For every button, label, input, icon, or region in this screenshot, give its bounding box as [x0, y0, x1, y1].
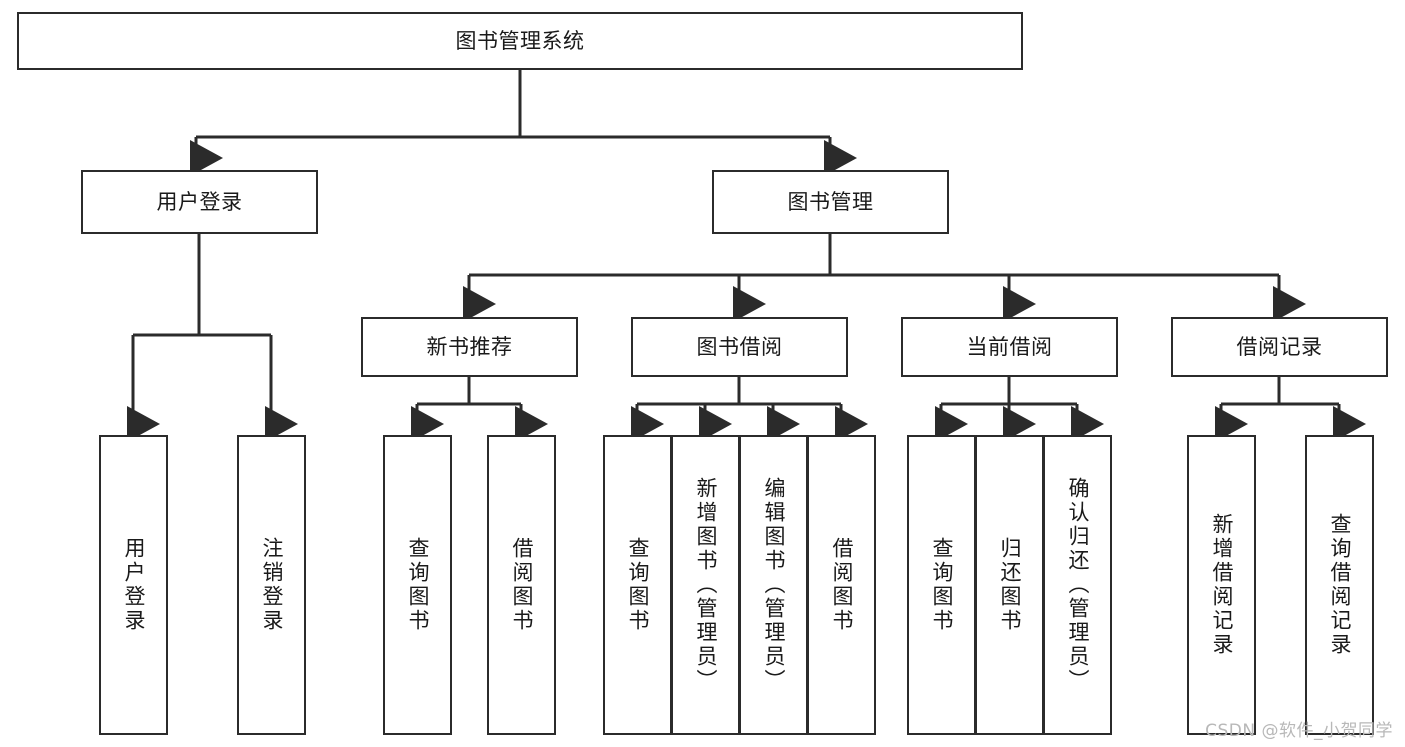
node-book-manage[interactable]: 图书管理	[712, 170, 949, 234]
leaf-borrow-book-1-label: 借阅图书	[510, 537, 534, 633]
leaf-user-logout-label: 注销登录	[260, 537, 284, 633]
leaf-query-book-2-label: 查询图书	[626, 537, 650, 633]
node-book-borrow-label: 图书借阅	[696, 334, 783, 359]
node-borrow-record-label: 借阅记录	[1236, 334, 1323, 359]
leaf-edit-book-label: 编辑图书（管理员）	[762, 477, 786, 693]
edge-borrow-record-to-leaves	[1215, 377, 1366, 442]
edge-root-to-level2	[190, 70, 857, 176]
node-borrow-record[interactable]: 借阅记录	[1171, 317, 1388, 377]
leaf-borrow-book-2[interactable]: 借阅图书	[807, 435, 876, 735]
leaf-borrow-book-1[interactable]: 借阅图书	[487, 435, 556, 735]
leaf-edit-book[interactable]: 编辑图书（管理员）	[739, 435, 808, 735]
edge-current-borrow-to-leaves	[935, 377, 1104, 442]
leaf-user-login-label: 用户登录	[122, 537, 146, 633]
leaf-query-book-3[interactable]: 查询图书	[907, 435, 976, 735]
node-user-login[interactable]: 用户登录	[81, 170, 318, 234]
edge-book-borrow-to-leaves	[631, 377, 868, 442]
leaf-user-logout[interactable]: 注销登录	[237, 435, 306, 735]
leaf-query-book-2[interactable]: 查询图书	[603, 435, 672, 735]
edge-user-login-to-leaves	[127, 234, 298, 442]
leaf-query-book-1[interactable]: 查询图书	[383, 435, 452, 735]
leaf-confirm-return[interactable]: 确认归还（管理员）	[1043, 435, 1112, 735]
leaf-query-book-3-label: 查询图书	[930, 537, 954, 633]
node-root[interactable]: 图书管理系统	[17, 12, 1023, 70]
leaf-return-book[interactable]: 归还图书	[975, 435, 1044, 735]
node-book-borrow[interactable]: 图书借阅	[631, 317, 848, 377]
leaf-return-book-label: 归还图书	[998, 537, 1022, 633]
node-current-borrow-label: 当前借阅	[966, 334, 1053, 359]
leaf-add-book[interactable]: 新增图书（管理员）	[671, 435, 740, 735]
leaf-query-record[interactable]: 查询借阅记录	[1305, 435, 1374, 735]
node-root-label: 图书管理系统	[455, 28, 585, 53]
leaf-confirm-return-label: 确认归还（管理员）	[1066, 477, 1090, 693]
node-new-book-recommend[interactable]: 新书推荐	[361, 317, 578, 377]
leaf-user-login[interactable]: 用户登录	[99, 435, 168, 735]
leaf-query-record-label: 查询借阅记录	[1328, 513, 1352, 657]
node-current-borrow[interactable]: 当前借阅	[901, 317, 1118, 377]
edge-book-manage-to-level3	[463, 234, 1306, 322]
node-user-login-label: 用户登录	[156, 189, 243, 214]
node-new-book-recommend-label: 新书推荐	[426, 334, 513, 359]
leaf-borrow-book-2-label: 借阅图书	[830, 537, 854, 633]
leaf-add-book-label: 新增图书（管理员）	[694, 477, 718, 693]
leaf-add-record-label: 新增借阅记录	[1210, 513, 1234, 657]
leaf-query-book-1-label: 查询图书	[406, 537, 430, 633]
leaf-add-record[interactable]: 新增借阅记录	[1187, 435, 1256, 735]
node-book-manage-label: 图书管理	[787, 189, 874, 214]
edge-new-book-recommend-to-leaves	[411, 377, 548, 442]
